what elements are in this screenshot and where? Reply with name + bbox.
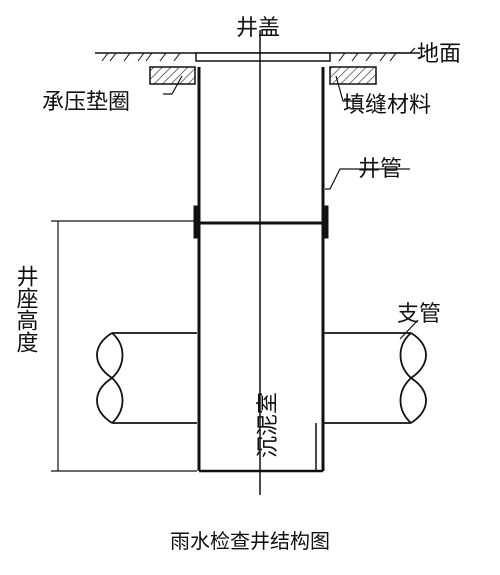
label-gasket: 承压垫圈 <box>42 90 130 115</box>
label-pipe: 井管 <box>358 157 402 182</box>
pipe-leader <box>325 168 410 190</box>
branch-pipe-right <box>323 332 427 424</box>
label-seat-height: 井座高度 <box>13 265 39 353</box>
label-cover: 井盖 <box>236 16 280 41</box>
label-filler: 填缝材料 <box>343 93 431 118</box>
branch-pipe-left <box>96 332 197 424</box>
joint-filler <box>329 66 377 85</box>
gasket-leader <box>163 75 183 95</box>
label-silt-chamber: 沉泥室 <box>256 392 281 458</box>
filler-leader <box>335 75 362 102</box>
bearing-gasket <box>149 66 196 85</box>
manhole-cover <box>195 52 331 62</box>
ground-leader <box>390 47 416 54</box>
label-ground: 地面 <box>417 42 461 67</box>
seat-height-dimension <box>51 220 197 472</box>
diagram-caption: 雨水检查井结构图 <box>170 529 330 553</box>
branch-leader <box>399 319 419 340</box>
well-pipe <box>197 67 325 473</box>
label-branch: 支管 <box>397 302 441 327</box>
well-seat-joint <box>193 205 329 239</box>
